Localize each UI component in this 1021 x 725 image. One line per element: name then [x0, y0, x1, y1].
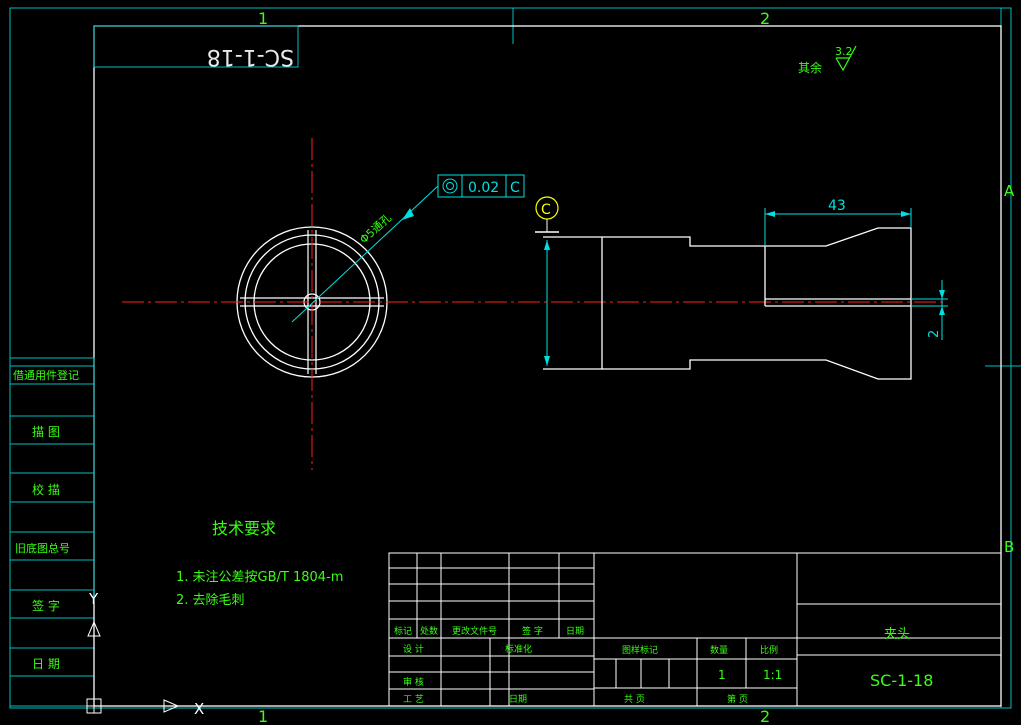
tolerance-datum: C [510, 180, 520, 196]
rev-header-1: 标记 [394, 625, 412, 637]
rev-header-4: 签 字 [522, 625, 543, 637]
tb-sheet-no: 第 页 [727, 693, 748, 705]
title-box-top-text: SC-1-18 [207, 44, 294, 69]
dimension-2-text: 2 [927, 330, 942, 338]
dimension-height [544, 240, 550, 366]
tb-total-sheets: 共 页 [624, 694, 645, 705]
tech-req-item-1: 1. 未注公差按GB/T 1804-m [176, 570, 343, 585]
roughness-prefix: 其余 [798, 60, 822, 75]
ucs-icon [86, 604, 180, 714]
zone-label-b: B [1004, 538, 1014, 556]
dimension-43 [764, 208, 912, 246]
rev-header-3: 更改文件号 [452, 625, 497, 637]
tb-scale: 比例 [760, 644, 778, 656]
left-column [9, 357, 95, 707]
zone-label-top-1: 1 [258, 9, 268, 28]
rev-header-5: 日期 [566, 626, 584, 637]
datum-bubble-letter: C [541, 202, 551, 218]
tb-process: 工 艺 [403, 694, 424, 705]
dimension-43-text: 43 [828, 198, 846, 214]
roughness-icon [835, 45, 857, 72]
tb-stage-mark: 图样标记 [622, 644, 658, 656]
left-col-label-5: 签 字 [32, 598, 60, 613]
zone-label-bottom-2: 2 [760, 707, 770, 725]
zone-border [9, 7, 1021, 709]
left-col-label-6: 日 期 [32, 657, 60, 671]
tb-standardization: 标准化 [505, 643, 532, 655]
diameter-label: Φ5通孔 [357, 211, 394, 246]
tb-scale-value: 1:1 [763, 668, 782, 682]
roughness-note: 其余 3.2 [798, 45, 857, 75]
left-col-label-4: 旧底图总号 [15, 541, 70, 555]
ucs-x-label: X [194, 700, 204, 718]
title-block [388, 552, 1002, 707]
tech-req-title: 技术要求 [212, 519, 276, 538]
zone-label-top-2: 2 [760, 9, 770, 28]
dimension-2 [911, 280, 948, 340]
tb-design: 设 计 [403, 643, 424, 655]
title-box-top: SC-1-18 [93, 25, 299, 69]
concentricity-icon [442, 178, 458, 194]
circle-view [122, 138, 945, 470]
tb-quantity: 数量 [710, 644, 728, 656]
tb-part-name: 夹头 [884, 627, 910, 642]
left-col-label-3: 校 描 [32, 482, 60, 497]
rev-header-2: 处数 [420, 625, 438, 637]
ucs-y-label: Y [88, 590, 99, 608]
zone-label-a: A [1004, 182, 1015, 200]
tb-date: 日期 [509, 694, 527, 705]
tech-requirements: 技术要求 1. 未注公差按GB/T 1804-m 2. 去除毛刺 [176, 519, 343, 608]
tb-quantity-value: 1 [718, 668, 726, 682]
datum-bubble: C [535, 196, 559, 233]
zone-label-bottom-1: 1 [258, 707, 268, 725]
tb-drawing-no: SC-1-18 [870, 671, 933, 690]
tolerance-frame: 0.02 C [437, 174, 525, 198]
tech-req-item-2: 2. 去除毛刺 [176, 593, 245, 608]
left-col-label-2: 描 图 [32, 425, 60, 439]
side-view [543, 227, 912, 380]
roughness-value: 3.2 [835, 45, 853, 58]
tb-review: 审 核 [403, 676, 424, 688]
diameter-leader [291, 185, 439, 323]
left-col-label-1: 借通用件登记 [13, 368, 79, 382]
tolerance-value: 0.02 [468, 180, 499, 196]
